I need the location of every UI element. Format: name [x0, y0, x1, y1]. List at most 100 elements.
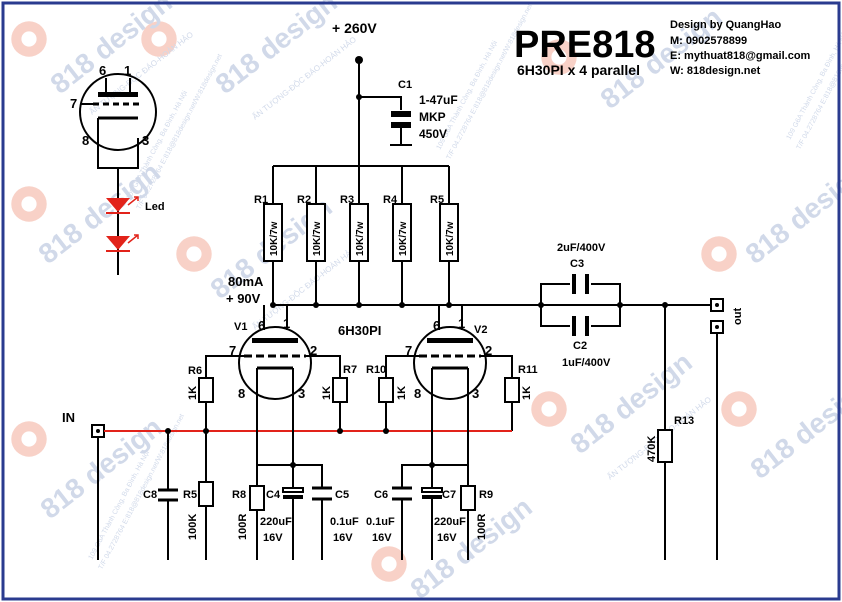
output-jack-ground-pin — [715, 325, 719, 329]
r11-ref: R11 — [518, 364, 538, 376]
v1-pin-3: 3 — [298, 386, 305, 401]
watermark-logo-icon — [11, 186, 47, 222]
v1-cathode-net — [256, 400, 323, 560]
c7-voltage: 16V — [437, 532, 457, 544]
input-jack-pin — [96, 429, 100, 433]
r5-plate-value: 10K/7w — [445, 221, 456, 256]
tube-v1: 6 1 7 2 8 3 V1 — [229, 305, 317, 401]
r6-value: 1K — [187, 386, 199, 400]
r5-grid-body — [198, 481, 214, 507]
c1-ref: C1 — [398, 79, 412, 91]
v1-envelope — [238, 326, 312, 400]
r7-ref: R7 — [343, 364, 357, 376]
junction-dot — [429, 462, 435, 468]
c3-value: 2uF/400V — [557, 242, 606, 254]
led-1-icon — [106, 198, 130, 212]
r7-wire — [306, 355, 341, 431]
c3-ref: C3 — [570, 258, 584, 270]
r2-ref: R2 — [297, 194, 311, 206]
c7-ref: C7 — [442, 489, 456, 501]
watermark-brand: 818 design — [210, 0, 343, 100]
r9-value: 100R — [476, 514, 488, 540]
c8-plates — [158, 488, 178, 502]
designer-website: W: 818design.net — [670, 65, 761, 77]
c7-value: 220uF — [434, 516, 466, 528]
c7-plate-top — [421, 487, 443, 493]
r4-ref: R4 — [383, 194, 398, 206]
c5-ref: C5 — [335, 489, 349, 501]
r5-grid-value: 100K — [187, 514, 199, 540]
legend-pin-3: 3 — [142, 133, 149, 148]
r2-value: 10K/7w — [312, 221, 323, 256]
c1-voltage: 450V — [419, 127, 447, 141]
r10-wire — [385, 355, 419, 431]
r5-plate-body — [439, 203, 459, 262]
subtitle: 6H30PI x 4 parallel — [517, 62, 640, 78]
r3-value: 10K/7w — [355, 221, 366, 256]
c3-plates — [572, 274, 589, 294]
c1-type: MKP — [419, 110, 446, 124]
legend-tube-top-leads — [105, 78, 131, 92]
legend-pin-1: 1 — [124, 63, 131, 78]
c6-plates — [392, 486, 412, 501]
v1-pin-6: 6 — [258, 318, 265, 333]
r10-value: 1K — [396, 386, 408, 400]
v1-pin-1: 1 — [283, 316, 290, 331]
r11-body — [504, 377, 520, 403]
v1-ref: V1 — [234, 321, 247, 333]
v2-ref: V2 — [474, 324, 487, 336]
v1-cathode-leads — [256, 368, 294, 400]
v2-pin-8: 8 — [414, 386, 421, 401]
output-label: out — [732, 308, 744, 325]
junction-dot — [617, 302, 623, 308]
designer-email: E: mythuat818@gmail.com — [670, 50, 811, 62]
legend-tube-anode — [98, 92, 138, 97]
input-label: IN — [62, 410, 75, 425]
c2-plates — [572, 316, 589, 336]
r6-wire — [205, 355, 244, 431]
legend-tube-envelope — [79, 73, 157, 151]
led-label: Led — [145, 201, 165, 213]
r6-body — [198, 377, 214, 403]
title: PRE818 — [514, 24, 656, 66]
r1-value: 10K/7w — [269, 221, 280, 256]
c2-ref: C2 — [573, 340, 587, 352]
r13-value: 470K — [646, 436, 658, 462]
v1-pin-8: 8 — [238, 386, 245, 401]
c1-plate-bottom — [391, 122, 411, 128]
tube-v2: 6 1 7 2 8 3 V2 — [405, 305, 492, 401]
r13-body — [657, 429, 673, 463]
watermark-logo-icon — [11, 21, 47, 57]
legend-pin-7: 7 — [70, 96, 77, 111]
r5-plate-ref: R5 — [430, 194, 444, 206]
v1-anode — [252, 338, 298, 343]
c4-plate-top — [282, 487, 304, 493]
led-2-icon — [106, 236, 130, 250]
v2-cathode-net — [401, 400, 469, 560]
junction-dot — [383, 428, 389, 434]
r11-wire — [481, 355, 513, 431]
watermark-brand: 818 design — [745, 371, 842, 485]
r8-value: 100R — [237, 514, 249, 540]
r4-body — [392, 203, 412, 262]
r9-ref: R9 — [479, 489, 493, 501]
junction-dot — [538, 302, 544, 308]
watermark-logo-icon — [721, 391, 757, 427]
r3-body — [349, 203, 369, 262]
v1-pin-7: 7 — [229, 343, 236, 358]
r3-ref: R3 — [340, 194, 354, 206]
watermark-logo-icon — [701, 236, 737, 272]
watermark-logo-icon — [531, 391, 567, 427]
c1-plate-top — [391, 111, 411, 117]
v2-pin-1: 1 — [458, 316, 465, 331]
tube-pin-legend: 6 1 7 8 3 Led — [70, 63, 165, 275]
v2-cathode-leads — [431, 368, 469, 400]
r5-grid-ref: R5 — [183, 489, 197, 501]
node-voltage: + 90V — [226, 291, 261, 306]
watermark-brand: 818 design — [740, 156, 842, 270]
r11-value: 1K — [521, 386, 533, 400]
v1-pin-2: 2 — [310, 343, 317, 358]
